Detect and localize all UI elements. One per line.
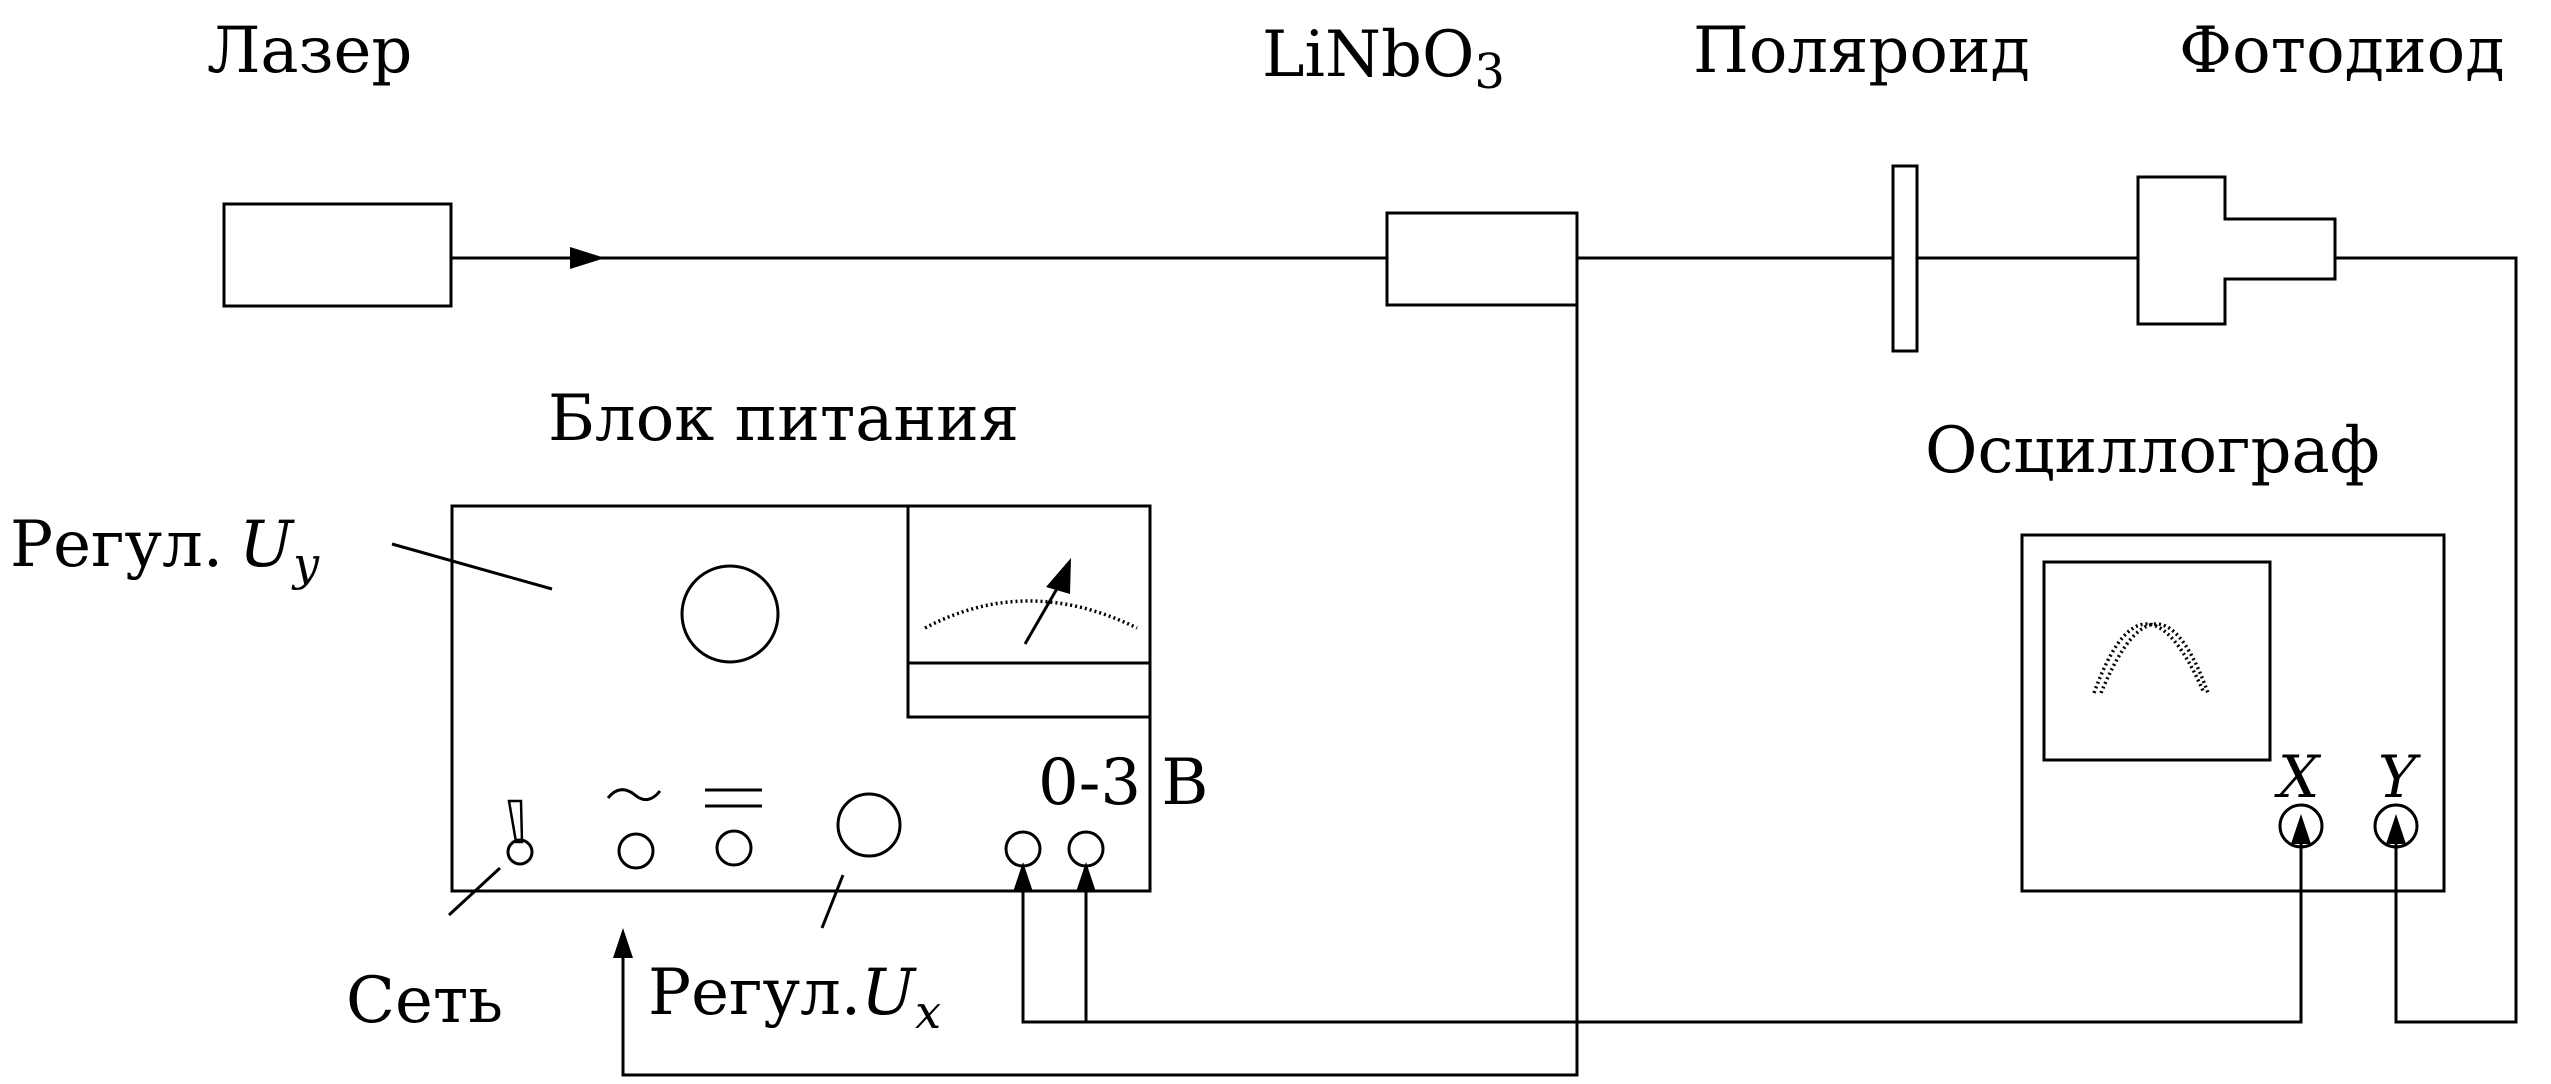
regul-ux-label: Регул.Ux [648,956,941,1039]
range-label: 0-3 В [1038,746,1208,820]
oscilloscope-box [2020,533,2446,893]
power-switch-lever [507,799,524,844]
ux-regulator-knob[interactable] [836,792,902,858]
x-channel-wire [1021,836,2303,1024]
oscilloscope-label: Осциллограф [1925,414,2380,488]
power-switch-icon[interactable] [506,838,534,866]
dc-symbol-text: = [0,0,1,1]
uy-subscript: y [291,537,320,591]
regul-uy-prefix: Регул. [10,508,223,582]
crystal-to-supply-wire [621,305,1579,1077]
osc-y-label: Y [2378,743,2421,811]
dc-output-jack[interactable] [715,829,753,867]
crystal-label: LiNbO3 [1262,18,1505,100]
beam-direction-arrow-icon [570,247,605,269]
regul-ux-prefix: Регул. [648,956,861,1030]
uy-regulator-knob[interactable] [680,564,780,664]
output-jack-1[interactable] [1004,830,1042,868]
waveform-trace-2 [2099,622,2210,694]
crystal-box [1385,211,1579,307]
ac-input-arrow-icon [613,928,633,958]
polaroid-label: Поляроид [1693,14,2030,88]
waveform-trace-1 [2092,622,2206,694]
oscilloscope-screen [2042,560,2272,762]
polaroid-plate [1891,164,1919,353]
ux-pointer-line [820,874,845,929]
output-jack-2[interactable] [1067,830,1105,868]
crystal-label-sub: 3 [1474,44,1505,100]
y-channel-wire [2335,256,2518,1024]
ac-symbol-text: ~ [0,0,1,1]
meter-needle-tip-icon [1046,558,1071,594]
regul-uy-label: Регул.Uy [10,508,320,591]
ac-symbol-icon [606,788,662,802]
osc-y-arrow-icon [2386,814,2406,844]
uy-symbol: U [239,508,295,582]
osc-x-arrow-icon [2291,814,2311,844]
jack2-arrow-icon [1076,862,1096,892]
osc-x-label: X [2274,743,2322,811]
ac-output-jack[interactable] [617,832,655,870]
ux-symbol: U [861,956,917,1030]
crystal-label-base: LiNbO [1262,18,1474,92]
laser-box [222,202,453,308]
meter-needle [1023,579,1064,645]
ux-subscript: x [915,985,941,1039]
meter-scale-arc [924,599,1138,630]
jack1-arrow-icon [1013,862,1033,892]
photodiode-label: Фотодиод [2179,14,2505,88]
power-supply-box [450,504,1152,893]
meter-panel [906,504,1152,719]
uy-pointer-line [391,542,553,591]
photodiode-body [2136,175,2337,326]
network-pointer-line [447,866,502,917]
laser-label: Лазер [207,14,412,88]
network-label: Сеть [346,964,503,1038]
power-supply-label: Блок питания [548,382,1019,456]
